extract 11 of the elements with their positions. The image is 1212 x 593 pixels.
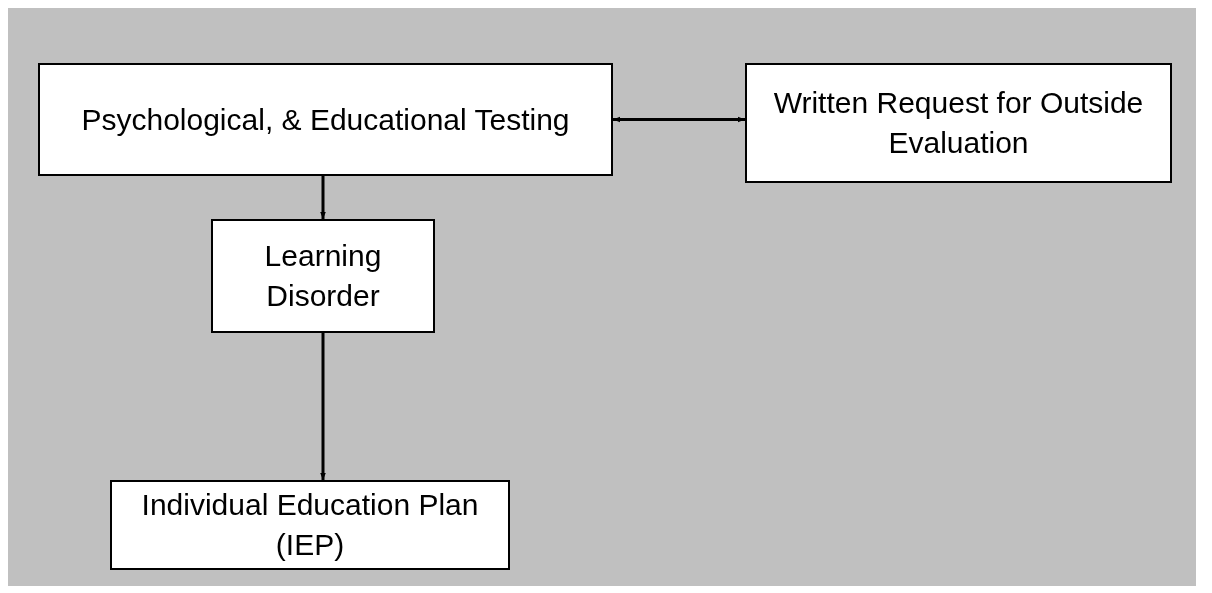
arrow	[320, 333, 326, 480]
box-label: Learning Disorder	[263, 238, 383, 314]
process-box	[110, 480, 510, 570]
box-label: Written Request for Outside Evaluation	[772, 85, 1145, 161]
box-label: Psychological, & Educational Testing	[81, 101, 570, 138]
process-box	[745, 63, 1172, 183]
process-box	[211, 219, 435, 333]
arrow	[613, 116, 745, 123]
arrow	[320, 176, 326, 219]
process-box	[38, 63, 613, 176]
box-label: Individual Education Plan (IEP)	[140, 487, 480, 563]
